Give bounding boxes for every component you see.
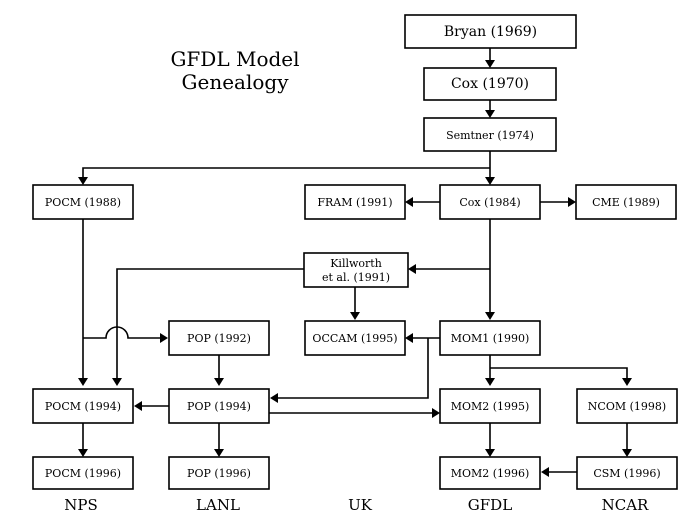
node-label: Semtner (1974): [446, 129, 534, 142]
node-cme-1989: CME (1989): [575, 184, 677, 220]
arrowhead: [78, 449, 88, 457]
node-label: POP (1992): [187, 332, 251, 345]
edges: [78, 48, 632, 477]
edge-semtner-pocm1988: [82, 167, 490, 177]
node-cox-1984: Cox (1984): [439, 184, 541, 220]
arrowhead: [485, 110, 495, 118]
arrowhead: [405, 333, 413, 343]
group-label-gfdl: GFDL: [468, 496, 512, 514]
node-label: MOM2 (1996): [451, 467, 530, 480]
arrowhead: [78, 378, 88, 386]
node-fram-1991: FRAM (1991): [304, 184, 406, 220]
node-label: POP (1994): [187, 400, 251, 413]
node-label: CSM (1996): [593, 467, 660, 480]
arrowhead: [568, 197, 576, 207]
node-occam-1995: OCCAM (1995): [304, 320, 406, 356]
arrowhead: [214, 378, 224, 386]
edge-killworth-pocm1994: [116, 268, 304, 378]
group-label-lanl: LANL: [196, 496, 240, 514]
arrowhead: [214, 449, 224, 457]
arrowhead: [485, 449, 495, 457]
node-label: MOM1 (1990): [451, 332, 530, 345]
arrowhead: [270, 393, 278, 403]
node-mom1-1990: MOM1 (1990): [439, 320, 541, 356]
diagram-title-line-1: GFDL Model: [170, 47, 299, 71]
node-label: POP (1996): [187, 467, 251, 480]
node-pocm-1994: POCM (1994): [32, 388, 134, 424]
arrowhead: [408, 264, 416, 274]
node-pocm-1988: POCM (1988): [32, 184, 134, 220]
edge-mom1-ncom: [490, 367, 628, 378]
node-csm-1996: CSM (1996): [576, 456, 678, 490]
group-label-nps: NPS: [64, 496, 98, 514]
node-pop-1996: POP (1996): [168, 456, 270, 490]
node-mom2-1996: MOM2 (1996): [439, 456, 541, 490]
node-mom2-1995: MOM2 (1995): [439, 388, 541, 424]
group-label-ncar: NCAR: [602, 496, 649, 514]
arrowhead: [485, 60, 495, 68]
node-semtner-1974: Semtner (1974): [423, 117, 557, 152]
node-label: MOM2 (1995): [451, 400, 530, 413]
node-ncom-1998: NCOM (1998): [576, 388, 678, 424]
arrowhead: [350, 312, 360, 320]
node-pop-1992: POP (1992): [168, 320, 270, 356]
node-label: Bryan (1969): [444, 24, 537, 40]
node-label: Cox (1984): [459, 196, 520, 209]
node-label: FRAM (1991): [317, 196, 392, 209]
arrowhead: [485, 177, 495, 185]
edge-pocm1988-pop1992: [83, 326, 160, 339]
arrowhead: [78, 177, 88, 185]
arrowhead: [622, 378, 632, 386]
node-label: NCOM (1998): [588, 400, 666, 413]
arrowhead: [134, 401, 142, 411]
node-label-line-2: et al. (1991): [322, 271, 390, 284]
node-label: POCM (1994): [45, 400, 121, 413]
node-cox-1970: Cox (1970): [423, 67, 557, 101]
node-label: CME (1989): [592, 196, 660, 209]
node-label: OCCAM (1995): [312, 332, 397, 345]
arrowhead: [112, 378, 122, 386]
arrowhead: [485, 312, 495, 320]
arrowhead: [405, 197, 413, 207]
node-pocm-1996: POCM (1996): [32, 456, 134, 490]
node-label: POCM (1988): [45, 196, 121, 209]
arrowhead: [541, 467, 549, 477]
arrowhead: [485, 378, 495, 386]
node-label-line-1: Killworth: [330, 257, 382, 270]
node-label: Cox (1970): [451, 76, 529, 92]
group-label-uk: UK: [348, 496, 373, 514]
node-label: POCM (1996): [45, 467, 121, 480]
node-bryan-1969: Bryan (1969): [404, 14, 577, 49]
arrowhead: [160, 333, 168, 343]
arrowhead: [432, 408, 440, 418]
node-pop-1994: POP (1994): [168, 388, 270, 424]
edge-mom1-pop1994: [278, 338, 429, 399]
arrowhead: [622, 449, 632, 457]
diagram-title-line-2: Genealogy: [182, 70, 290, 94]
node-killworth-1991: Killworth et al. (1991): [303, 252, 409, 288]
